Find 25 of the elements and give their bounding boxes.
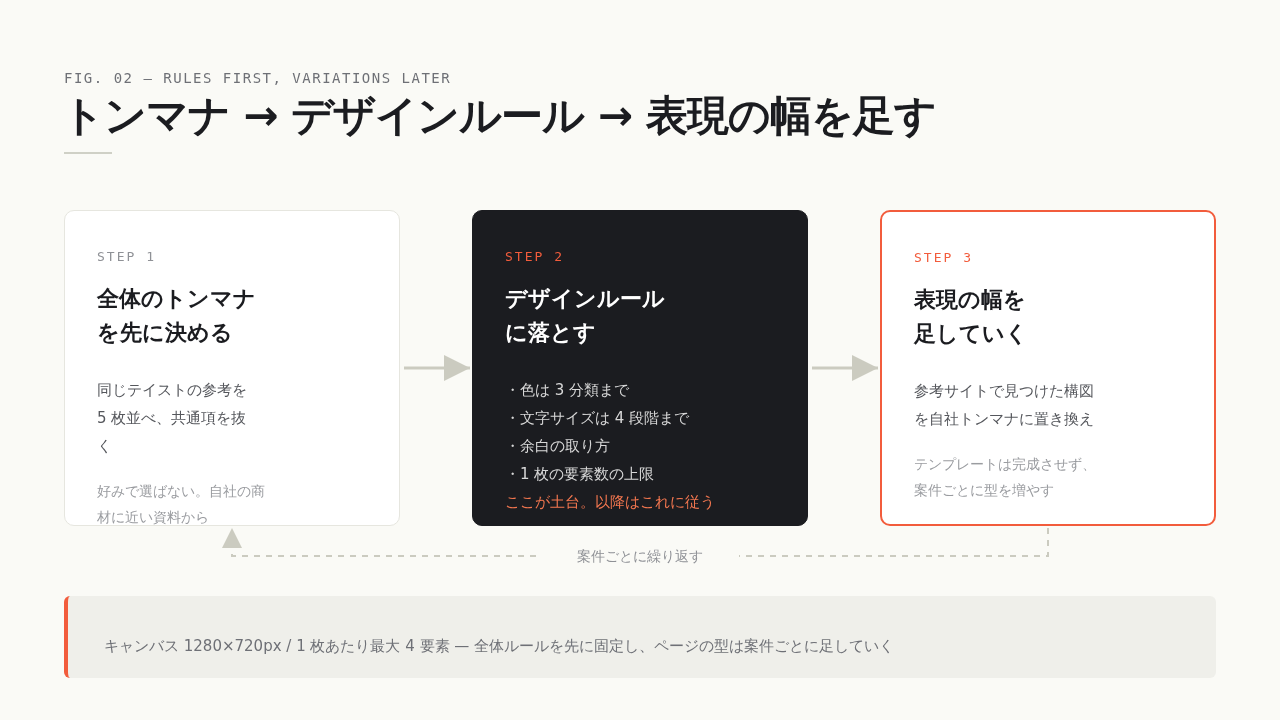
bullet-item: ・余白の取り方 <box>505 436 611 457</box>
arrow <box>812 355 878 381</box>
arrow <box>404 355 470 381</box>
body-text: 参考サイトで見つけた構図を自社トンマナに置き換え <box>914 381 1095 430</box>
step-label: STEP 3 <box>914 250 974 265</box>
step-card <box>64 210 400 526</box>
step-label: STEP 2 <box>505 249 565 264</box>
note-panel <box>64 596 1216 678</box>
bullet-item: ・色は 3 分類まで <box>505 380 631 401</box>
bullet-item: ・1 枚の要素数の上限 <box>505 464 656 485</box>
body-text: 同じテイストの参考を5 枚並べ、共通項を抜く <box>97 380 248 457</box>
bullet-item: ・文字サイズは 4 段階まで <box>505 408 691 429</box>
figure-label: FIG. 02 — RULES FIRST, VARIATIONS LATER <box>64 70 452 86</box>
step-heading: デザインルールに落とす <box>505 285 666 347</box>
title: トンマナ → デザインルール → 表現の幅を足す <box>62 90 936 142</box>
note-text: テンプレートは完成させず、案件ごとに型を増やす <box>914 455 1097 500</box>
step-card <box>472 210 808 526</box>
edge-label: 案件ごとに繰り返す <box>541 548 739 564</box>
note-text: 好みで選ばない。自社の商材に近い資料から <box>97 482 266 527</box>
note-text: ここが土台。以降はこれに従う <box>505 492 716 513</box>
step-heading: 全体のトンマナを先に決める <box>97 285 257 347</box>
note-text: キャンバス 1280×720px / 1 枚あたり最大 4 要素 — 全体ルールを先に固定し、ページの型は案件ごとに足していく <box>104 636 895 656</box>
step-card <box>880 210 1216 526</box>
step-label: STEP 1 <box>97 249 157 264</box>
step-heading: 表現の幅を足していく <box>914 286 1029 348</box>
